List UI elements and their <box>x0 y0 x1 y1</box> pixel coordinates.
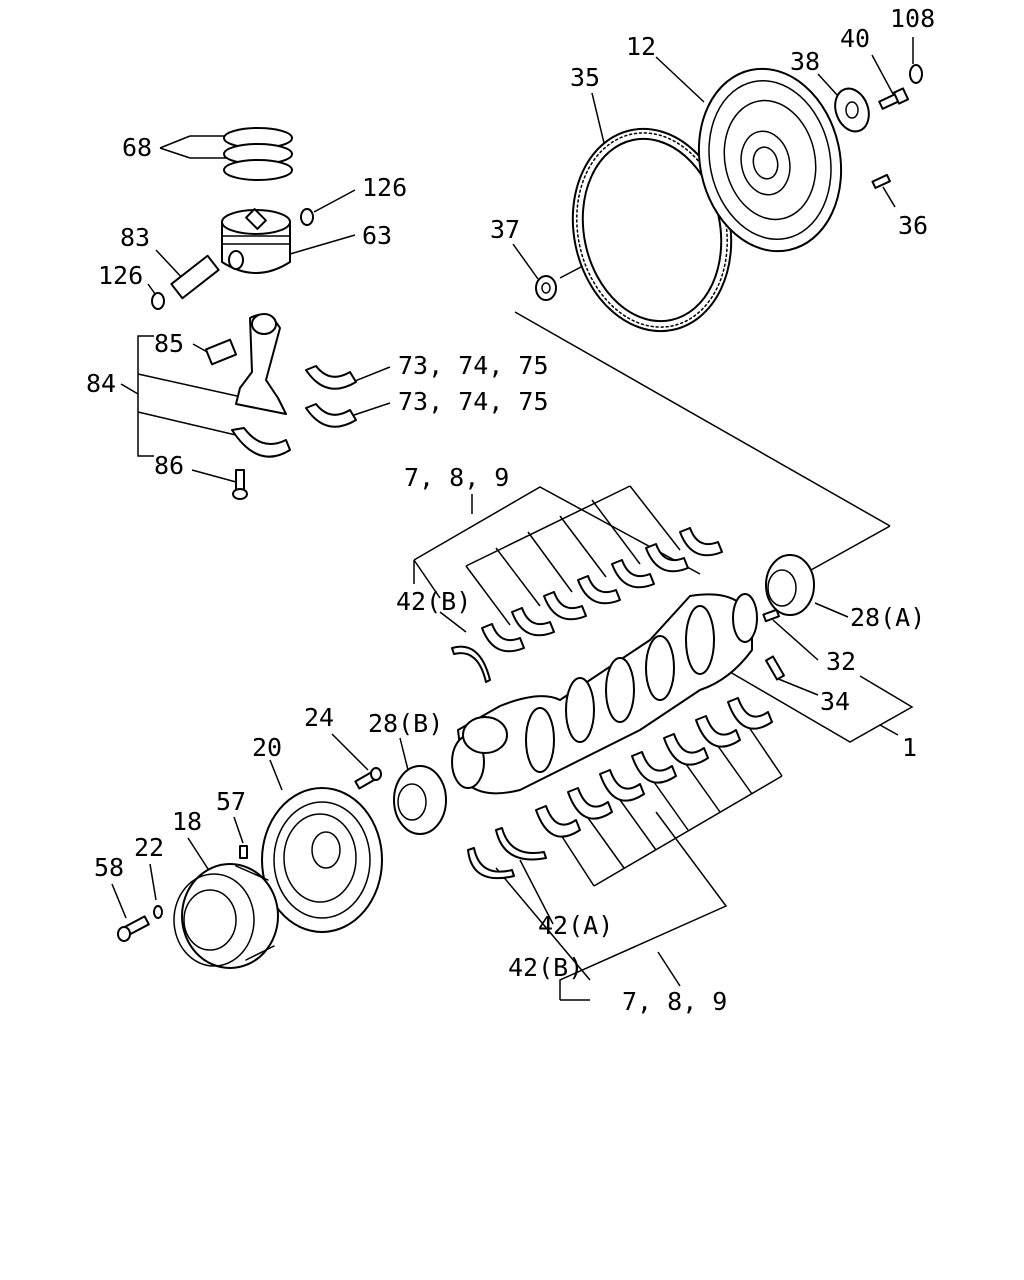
label-34: 34 <box>820 687 850 716</box>
plate-38 <box>834 87 870 133</box>
damper-pulley-20 <box>261 787 383 933</box>
thrust-washer-42a <box>495 827 547 861</box>
label-28a: 28(A) <box>850 603 925 632</box>
label-84: 84 <box>86 369 116 398</box>
snap-ring-126-top <box>300 208 314 226</box>
label-24: 24 <box>304 703 334 732</box>
label-57: 57 <box>216 787 246 816</box>
piston-pin-83 <box>170 254 220 300</box>
pulley-18 <box>173 863 279 969</box>
label-22: 22 <box>134 833 164 862</box>
thrust-washer-42b-top <box>451 645 491 683</box>
label-18: 18 <box>172 807 202 836</box>
bolt-58 <box>117 915 150 942</box>
label-28b: 28(B) <box>368 709 443 738</box>
label-12: 12 <box>626 32 656 61</box>
label-63: 63 <box>362 221 392 250</box>
label-20: 20 <box>252 733 282 762</box>
gear-28a <box>765 554 815 616</box>
pin-34 <box>765 655 785 681</box>
label-126-top: 126 <box>362 173 407 202</box>
rod-bearings-73-74-75 <box>305 365 357 428</box>
label-42a: 42(A) <box>538 911 613 940</box>
label-32: 32 <box>826 647 856 676</box>
snap-ring-126-bottom <box>151 292 165 310</box>
label-126-bottom: 126 <box>98 261 143 290</box>
label-37: 37 <box>490 215 520 244</box>
piston-rings-68 <box>223 127 293 181</box>
ring-gear-35 <box>571 127 733 333</box>
label-73-74-75-lower: 73, 74, 75 <box>398 387 549 416</box>
label-42b-bottom: 42(B) <box>508 953 583 982</box>
label-108: 108 <box>890 4 935 33</box>
piston-63 <box>221 208 291 274</box>
thrust-washer-42b-bottom <box>467 847 515 880</box>
label-7-8-9-bottom: 7, 8, 9 <box>622 987 727 1016</box>
label-42b-top: 42(B) <box>396 587 471 616</box>
bolt-86 <box>232 469 248 500</box>
bushing-85 <box>204 338 238 366</box>
label-83: 83 <box>120 223 150 252</box>
connecting-rod-84 <box>231 313 291 458</box>
bolt-24 <box>354 767 382 790</box>
lower-main-bearings-7-8-9 <box>535 697 773 838</box>
label-36: 36 <box>898 211 928 240</box>
upper-main-bearings-7-8-9 <box>481 527 723 653</box>
label-35: 35 <box>570 63 600 92</box>
label-58: 58 <box>94 853 124 882</box>
bearing-37 <box>535 275 557 301</box>
crankshaft-1 <box>451 593 758 795</box>
pin-36 <box>871 173 891 190</box>
label-7-8-9-top: 7, 8, 9 <box>404 463 509 492</box>
clip-108 <box>909 64 923 84</box>
pin-32 <box>762 608 780 623</box>
label-73-74-75-upper: 73, 74, 75 <box>398 351 549 380</box>
label-1: 1 <box>902 733 917 762</box>
label-40: 40 <box>840 24 870 53</box>
label-86: 86 <box>154 451 184 480</box>
label-85: 85 <box>154 329 184 358</box>
key-57 <box>239 845 248 859</box>
flywheel-12 <box>697 67 843 253</box>
label-68: 68 <box>122 133 152 162</box>
gear-28b <box>393 765 447 835</box>
label-38: 38 <box>790 47 820 76</box>
bolt-40 <box>878 87 910 110</box>
callout-labels: 108 12 40 38 35 68 126 63 83 126 37 36 8… <box>86 4 935 1016</box>
washer-22 <box>153 905 163 919</box>
